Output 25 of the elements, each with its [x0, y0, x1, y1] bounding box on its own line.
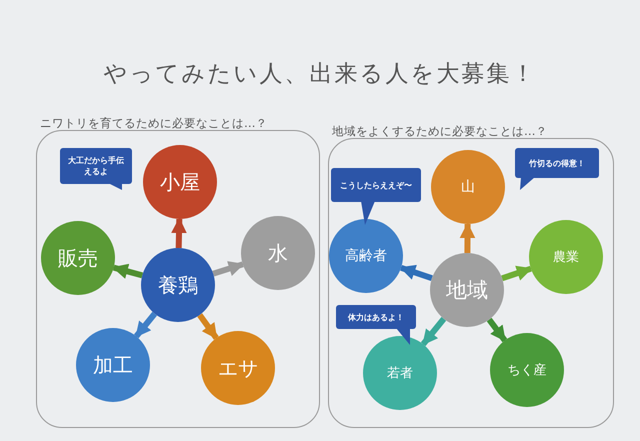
topic-circle: 高齢者: [329, 219, 403, 293]
topic-circle: 地域: [430, 253, 504, 327]
topic-circle: 養鶏: [141, 248, 215, 322]
arrow: [197, 313, 219, 340]
topic-circle: エサ: [201, 331, 275, 405]
slide-title: やってみたい人、出来る人を大募集！: [102, 60, 538, 89]
arrow: [420, 316, 446, 346]
arrow: [501, 266, 532, 282]
panel-heading: ニワトリを育てるために必要なことは…？: [40, 116, 268, 131]
topic-circle: 山: [431, 150, 505, 224]
arrow: [460, 222, 476, 254]
arrow: [112, 264, 144, 279]
panel-heading: 地域をよくするために必要なことは…？: [332, 124, 548, 139]
arrow: [171, 217, 187, 248]
arrow: [212, 261, 244, 277]
arrow: [400, 264, 433, 282]
topic-circle: 若者: [363, 336, 437, 410]
topic-circle: ちく産: [490, 333, 564, 407]
topic-circle: 販売: [41, 221, 115, 295]
topic-circle: 水: [241, 216, 315, 290]
topic-circle: 農業: [529, 220, 603, 294]
topic-circle: 加工: [76, 328, 150, 402]
arrow: [134, 312, 158, 338]
topic-circle: 小屋: [143, 145, 217, 219]
arrow: [486, 318, 508, 342]
